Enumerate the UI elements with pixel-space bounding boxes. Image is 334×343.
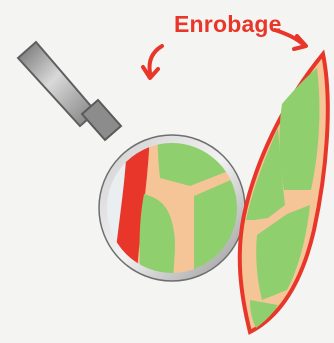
leaf-inner-panel-top (280, 68, 320, 190)
leaf-icon (240, 54, 328, 332)
coating-label: Enrobage (174, 11, 282, 37)
magnifying-glass-icon (18, 42, 260, 288)
